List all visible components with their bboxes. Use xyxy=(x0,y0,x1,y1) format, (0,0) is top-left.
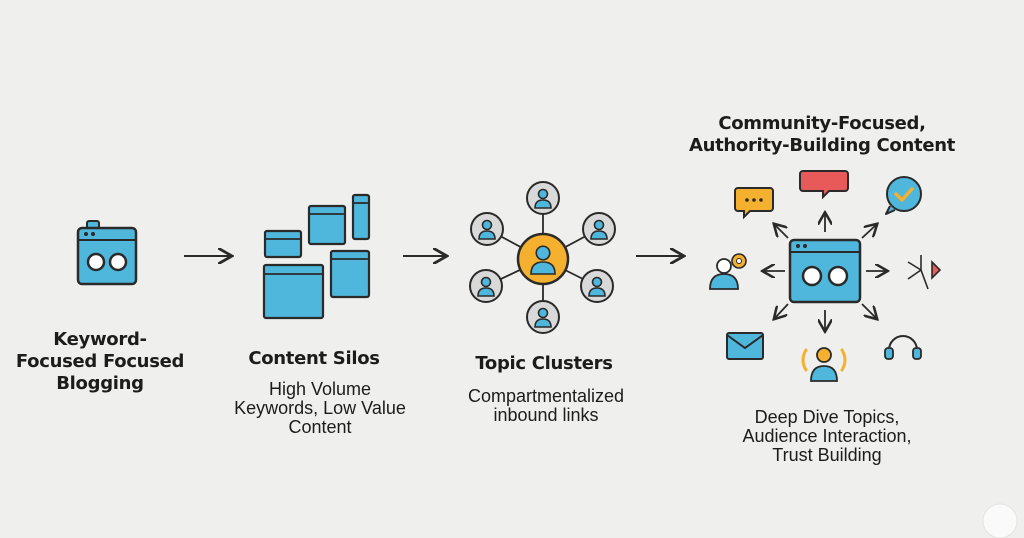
check-bubble-icon xyxy=(885,176,922,215)
stage-2-description-line: High Volume xyxy=(268,379,372,399)
person-icon xyxy=(590,219,608,240)
stage-4-title: Community-Focused, Authority-Building Co… xyxy=(676,113,968,157)
stage-1-title-line: Focused Focused xyxy=(15,351,185,372)
stage-2-description-line: Content xyxy=(288,417,352,437)
community-hub-icon xyxy=(709,170,942,382)
headphones-icon xyxy=(884,335,922,360)
share-burst-icon xyxy=(907,255,942,290)
stage-2-title-line: Content Silos xyxy=(248,348,380,369)
stage-4-description-line: Deep Dive Topics, xyxy=(754,407,900,427)
user-settings-icon xyxy=(709,253,747,290)
audience-user-icon xyxy=(801,347,847,382)
stage-1-title-line: Blogging xyxy=(56,373,144,394)
person-icon xyxy=(534,307,552,328)
browser-window-icon xyxy=(76,220,138,286)
chat-bubble-icon xyxy=(734,187,774,220)
stage-4-description-line: Trust Building xyxy=(772,445,882,465)
envelope-icon xyxy=(726,332,764,360)
stage-3-title-line: Topic Clusters xyxy=(475,353,613,374)
stage-2-description-line: Keywords, Low Value xyxy=(234,398,406,418)
stage-4-description-line: Audience Interaction, xyxy=(742,426,912,446)
person-icon xyxy=(478,219,496,240)
person-icon xyxy=(534,188,552,209)
content-silos-icon xyxy=(262,193,371,320)
stage-3-description: Compartmentalized inbound links xyxy=(440,387,652,425)
stage-3-description-line: inbound links xyxy=(493,405,599,425)
comment-icon xyxy=(799,170,849,200)
stage-2-title: Content Silos xyxy=(224,348,404,370)
person-icon xyxy=(477,276,495,297)
stage-1-title: Keyword- Focused Focused Blogging xyxy=(10,329,190,395)
stage-4-title-line: Community-Focused, xyxy=(718,113,926,134)
stage-2-description: High Volume Keywords, Low Value Content xyxy=(220,380,420,437)
stage-4-title-line: Authority-Building Content xyxy=(688,135,956,156)
watermark-badge xyxy=(982,503,1018,538)
stage-1-title-line: Keyword- xyxy=(53,329,147,350)
stage-3-title: Topic Clusters xyxy=(454,353,634,375)
stage-4-description: Deep Dive Topics, Audience Interaction, … xyxy=(712,408,942,465)
person-icon xyxy=(530,245,556,275)
stage-3-description-line: Compartmentalized xyxy=(467,386,625,406)
person-icon xyxy=(588,276,606,297)
